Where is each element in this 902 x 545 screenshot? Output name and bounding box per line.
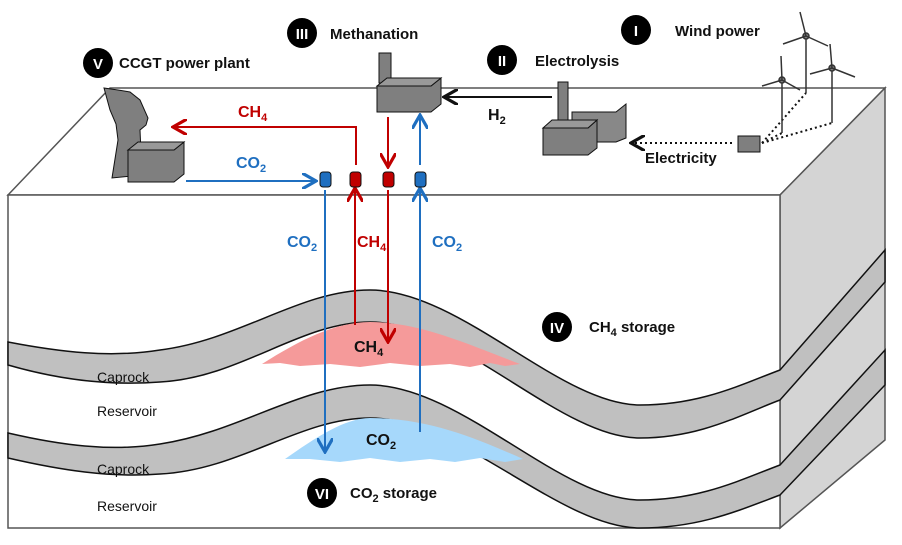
turbine-cable [761,122,833,144]
stage-label-electrolysis: Electrolysis [535,53,619,70]
flow-label-co2-up: CO2 [432,234,462,254]
electrolysis-plant-icon [541,81,627,156]
ch4-wellhead [349,171,362,188]
ch4-to-plant-arrow [175,127,357,165]
wellheads [319,171,427,188]
svg-text:V: V [93,56,103,73]
stage-label-wind: Wind power [675,23,760,40]
stage-badge-v: V [83,48,113,78]
flow-label-co2-from-plant: CO2 [236,155,266,175]
caprock-layer-lower [7,348,886,529]
flow-label-ch4-up: CH4 [357,234,387,254]
methanation-plant-icon [375,52,443,113]
caprock-layer-upper [7,248,886,439]
substation-icon [737,135,761,153]
layer-label-caprock-lower: Caprock [97,461,150,477]
svg-text:I: I [634,23,638,40]
svg-text:VI: VI [315,486,329,503]
ccgt-plant-icon [103,87,186,183]
pool-label-co2: CO2 [366,432,396,452]
turbine-cable [761,92,807,144]
stage-badge-iii: III [287,18,317,48]
stage-badge-i: I [621,15,651,45]
stage-badge-vi: VI [307,478,337,508]
stage-badge-ii: II [487,45,517,75]
co2-wellhead [414,171,427,188]
wind-turbine-icons [761,11,856,133]
layer-label-caprock-upper: Caprock [97,369,150,385]
turbine-cable [761,132,783,144]
stage-label-ccgt: CCGT power plant [119,55,250,72]
co2-wellhead [319,171,332,188]
pool-label-ch4: CH4 [354,339,384,359]
layer-label-reservoir-upper: Reservoir [97,403,157,419]
stage-label-ch4-storage: CH4 storage [589,319,675,339]
layer-label-reservoir-lower: Reservoir [97,498,157,514]
ch4-pool [262,322,520,367]
svg-text:II: II [498,53,506,70]
stage-label-methanation: Methanation [330,26,418,43]
flow-label-electricity: Electricity [645,150,717,167]
stage-badge-iv: IV [542,312,572,342]
svg-text:IV: IV [550,320,564,337]
svg-text:III: III [296,26,309,43]
ch4-wellhead [382,171,395,188]
flow-label-ch4-to-plant: CH4 [238,104,268,124]
stage-label-co2-storage: CO2 storage [350,485,437,505]
co2-pool [285,418,523,462]
flow-label-co2-down: CO2 [287,234,317,254]
flow-label-h2: H2 [488,107,506,127]
